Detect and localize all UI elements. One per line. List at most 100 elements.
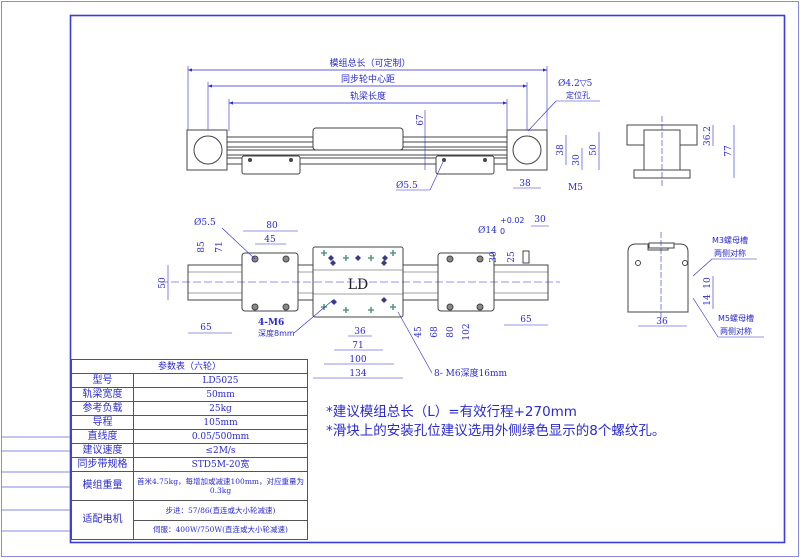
param-key: 轨梁宽度 bbox=[71, 387, 134, 402]
dim-45: 45 bbox=[264, 235, 276, 245]
dim-8-m6: 8- M6深度16mm bbox=[434, 367, 508, 379]
blue-mounting-hole-icon bbox=[381, 297, 387, 303]
dim-65-right: 65 bbox=[520, 315, 532, 325]
dim-m5: M5 bbox=[568, 183, 583, 193]
blue-mounting-hole-icon bbox=[355, 255, 361, 261]
end-view: 36.2 77 bbox=[626, 116, 735, 186]
dim-overall-length: 模组总长（可定制） bbox=[329, 57, 410, 69]
note-mounting-holes: *滑块上的安装孔位建议选用外侧绿色显示的8个螺纹孔。 bbox=[326, 423, 666, 439]
param-table-title: 参数表（六轮） bbox=[71, 359, 308, 374]
green-mounting-hole-icon bbox=[390, 304, 396, 310]
table-row: 模组重量首米4.75kg，每增加或减速100mm，对应重量为0.3kg bbox=[71, 471, 308, 501]
dim-rail-length: 轨梁长度 bbox=[350, 90, 386, 102]
param-key: 同步带规格 bbox=[71, 457, 134, 472]
left-margin-lines bbox=[2, 436, 70, 532]
label-m5-slot: M5螺母槽 bbox=[718, 313, 754, 323]
dim-36-2: 36.2 bbox=[703, 126, 713, 146]
note-total-length: *建议模组总长（L）=有效行程+270mm bbox=[326, 404, 577, 420]
table-row: 适配电机步进：57/86(直连或大小轮减速) bbox=[71, 500, 308, 540]
dim-102: 102 bbox=[462, 323, 472, 340]
profile-view: 36 M3螺母槽 两侧对称 10 14 M5螺母槽 两侧对称 bbox=[627, 232, 764, 338]
dim-38v: 38 bbox=[556, 144, 566, 156]
dim-30: 30 bbox=[572, 154, 582, 166]
param-value: STD5M-20宽 bbox=[133, 457, 308, 472]
top-view: 模组总长（可定制） 同步轮中心距 轨梁长度 67 Ø4.2▽5 定位孔 38 3… bbox=[186, 57, 600, 193]
dim-71: 71 bbox=[352, 341, 363, 351]
param-value-stepper: 步进：57/86(直连或大小轮减速) bbox=[133, 500, 308, 521]
param-key: 直线度 bbox=[71, 429, 134, 444]
green-mounting-hole-icon bbox=[390, 250, 396, 256]
param-value: LD5025 bbox=[133, 373, 308, 388]
label-locating-hole: 定位孔 bbox=[566, 90, 590, 100]
blue-mounting-hole-icon bbox=[330, 260, 336, 266]
green-mounting-hole-icon bbox=[321, 304, 327, 310]
dim-14: 14 bbox=[703, 294, 713, 306]
label-m5-symmetric: 两侧对称 bbox=[720, 326, 752, 336]
dim-4-m6: 4-M6 bbox=[258, 318, 284, 328]
dim-38h: 38 bbox=[519, 179, 531, 189]
dim-50: 50 bbox=[589, 144, 599, 156]
dim-80: 80 bbox=[266, 221, 278, 231]
dim-locating-hole: Ø4.2▽5 bbox=[558, 78, 593, 89]
table-row: 建议速度≤2M/s bbox=[71, 443, 308, 458]
dim-height-67: 67 bbox=[416, 114, 426, 126]
dim-36-profile: 36 bbox=[656, 317, 668, 327]
table-row: 伺服：400W/750W(直连或大小轮减速) bbox=[72, 519, 308, 540]
dim-shaft-14: Ø14 bbox=[478, 225, 497, 236]
label-m3-symmetric: 两侧对称 bbox=[714, 248, 746, 258]
dim-85: 85 bbox=[197, 241, 207, 253]
param-key: 模组重量 bbox=[71, 471, 134, 501]
dim-80b: 80 bbox=[446, 326, 456, 338]
green-mounting-hole-icon bbox=[321, 250, 327, 256]
dim-45b: 45 bbox=[414, 326, 424, 338]
dim-hole-5-5-b: Ø5.5 bbox=[194, 217, 216, 228]
param-key: 建议速度 bbox=[71, 443, 134, 458]
bottom-view: LD Ø5.5 80 45 85 71 50 65 4-M6 深度8mm 36 … bbox=[158, 215, 560, 379]
blue-mounting-hole-icon bbox=[381, 260, 387, 266]
dim-shaft-tol-upper: +0.02 bbox=[500, 216, 525, 225]
param-key: 参考负载 bbox=[71, 401, 134, 416]
dim-10: 10 bbox=[703, 277, 713, 289]
inner-frame bbox=[69, 14, 786, 544]
param-value: ≤2M/s bbox=[133, 443, 308, 458]
notes: *建议模组总长（L）=有效行程+270mm *滑块上的安装孔位建议选用外侧绿色显… bbox=[326, 403, 665, 441]
param-key: 导程 bbox=[71, 415, 134, 430]
dim-hole-5-5: Ø5.5 bbox=[396, 180, 418, 191]
dim-50b: 50 bbox=[158, 277, 168, 289]
dim-pulley-center-distance: 同步轮中心距 bbox=[341, 73, 395, 85]
dim-25: 25 bbox=[507, 251, 517, 263]
label-m3-slot: M3螺母槽 bbox=[712, 235, 748, 245]
carriage-label: LD bbox=[348, 277, 369, 293]
dim-77: 77 bbox=[724, 145, 734, 157]
param-value: 105mm bbox=[133, 415, 308, 430]
dim-4-m6-depth: 深度8mm bbox=[258, 328, 295, 338]
param-key: 适配电机 bbox=[71, 500, 134, 540]
param-value: 0.05/500mm bbox=[133, 429, 308, 444]
dim-71v: 71 bbox=[215, 241, 225, 252]
dim-68: 68 bbox=[430, 326, 440, 338]
green-mounting-hole-icon bbox=[368, 307, 374, 313]
dim-36b: 36 bbox=[354, 327, 366, 337]
param-value: 首米4.75kg，每增加或减速100mm，对应重量为0.3kg bbox=[133, 471, 308, 501]
dim-30-top: 30 bbox=[534, 215, 546, 225]
green-mounting-hole-icon bbox=[368, 255, 374, 261]
param-value-servo: 伺服：400W/750W(直连或大小轮减速) bbox=[133, 519, 308, 540]
green-mounting-hole-icon bbox=[343, 255, 349, 261]
green-mounting-hole-icon bbox=[343, 307, 349, 313]
dim-100: 100 bbox=[349, 355, 366, 365]
param-value: 25kg bbox=[133, 401, 308, 416]
param-value: 50mm bbox=[133, 387, 308, 402]
dim-134: 134 bbox=[349, 369, 366, 379]
param-key: 型号 bbox=[71, 373, 134, 388]
blue-mounting-hole-icon bbox=[328, 255, 334, 261]
dim-30v: 30 bbox=[489, 251, 499, 263]
